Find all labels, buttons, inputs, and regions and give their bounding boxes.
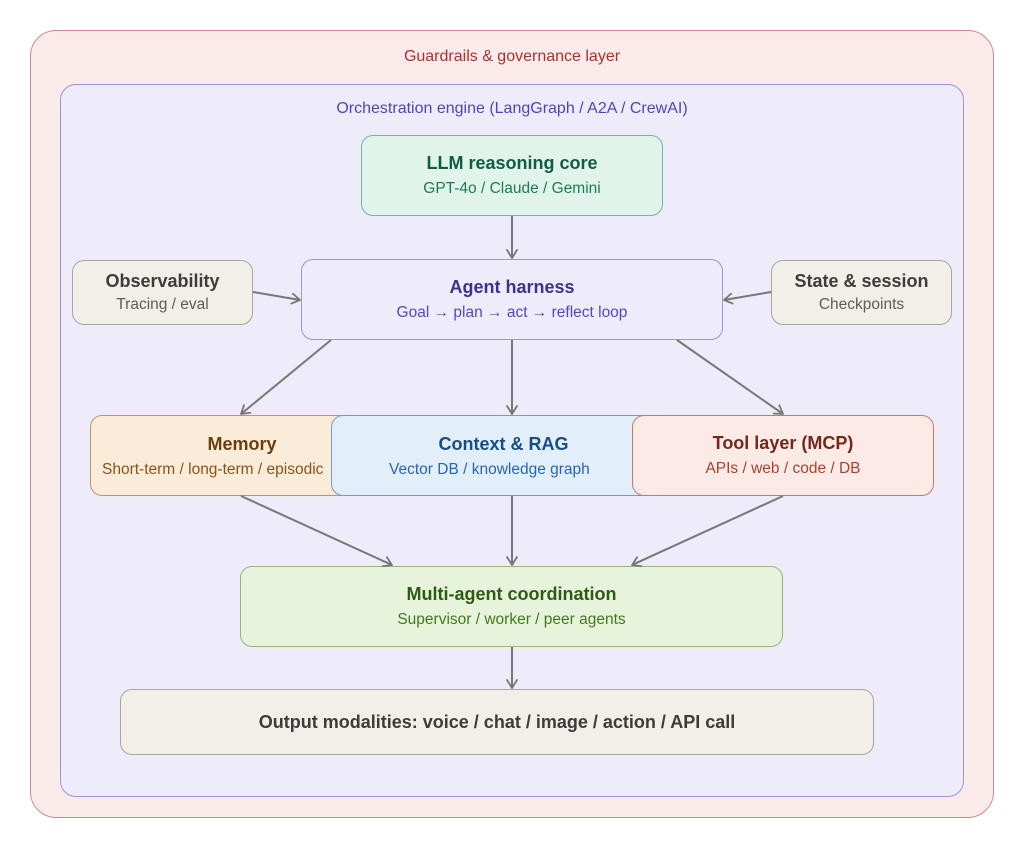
guardrails-layer-label: Guardrails & governance layer <box>403 48 621 65</box>
node-subtitle: Supervisor / worker / peer agents <box>397 611 626 628</box>
node-subtitle: GPT-4o / Claude / Gemini <box>423 180 601 197</box>
node-subtitle: Short-term / long-term / episodic <box>102 461 324 478</box>
node-title: Output modalities: voice / chat / image … <box>258 712 736 732</box>
node-output-modalities: Output modalities: voice / chat / image … <box>120 689 874 755</box>
node-memory: Memory Short-term / long-term / episodic <box>90 415 373 496</box>
node-title: State & session <box>794 271 929 291</box>
node-subtitle: Checkpoints <box>818 296 905 313</box>
node-title: LLM reasoning core <box>426 153 598 173</box>
node-title: Tool layer (MCP) <box>712 433 854 453</box>
node-subtitle: Tracing / eval <box>116 296 209 313</box>
node-title: Observability <box>105 271 220 291</box>
node-subtitle: Goal → plan → act → reflect loop <box>396 304 628 321</box>
node-agent-harness: Agent harness Goal → plan → act → reflec… <box>301 259 723 340</box>
node-state-session: State & session Checkpoints <box>771 260 952 325</box>
node-tool-layer: Tool layer (MCP) APIs / web / code / DB <box>632 415 934 496</box>
node-observability: Observability Tracing / eval <box>72 260 253 325</box>
node-title: Context & RAG <box>438 434 569 454</box>
node-subtitle: Vector DB / knowledge graph <box>389 461 590 478</box>
node-title: Multi-agent coordination <box>406 584 617 604</box>
orchestration-layer-label: Orchestration engine (LangGraph / A2A / … <box>336 100 688 117</box>
node-subtitle: APIs / web / code / DB <box>705 460 861 477</box>
node-title: Memory <box>207 434 277 454</box>
node-llm-reasoning-core: LLM reasoning core GPT-4o / Claude / Gem… <box>361 135 663 216</box>
node-multi-agent-coordination: Multi-agent coordination Supervisor / wo… <box>240 566 783 647</box>
node-title: Agent harness <box>449 277 575 297</box>
node-context-rag: Context & RAG Vector DB / knowledge grap… <box>331 415 674 496</box>
